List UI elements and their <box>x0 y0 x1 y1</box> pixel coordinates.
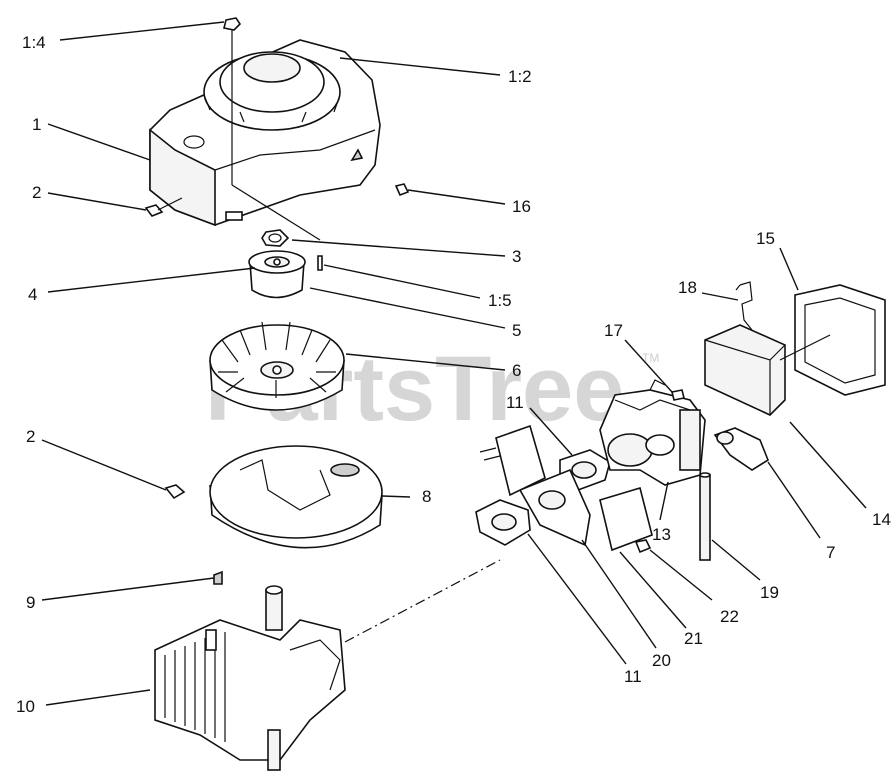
part-air-filter[interactable] <box>704 324 786 416</box>
part-shield-21[interactable] <box>479 424 653 552</box>
part-nut-3[interactable] <box>261 229 290 247</box>
callout-11b: 11 <box>624 667 642 686</box>
part-screw-17[interactable] <box>671 389 685 401</box>
callout-10: 10 <box>16 697 35 716</box>
part-screw-16[interactable] <box>394 183 410 197</box>
callout-8: 8 <box>422 487 431 506</box>
callout-13: 13 <box>652 525 671 544</box>
part-filter-cover[interactable] <box>779 284 886 396</box>
callout-14: 14 <box>872 510 891 529</box>
part-carburetor[interactable] <box>599 379 706 486</box>
callout-7: 7 <box>826 543 835 562</box>
callout-2a: 2 <box>32 183 41 202</box>
part-screw-22[interactable] <box>634 539 652 554</box>
callout-6: 6 <box>512 361 521 380</box>
part-clip-18[interactable] <box>735 281 753 331</box>
part-screw-2b[interactable] <box>164 484 186 500</box>
part-gasket-11b[interactable] <box>475 499 531 546</box>
part-blower-housing[interactable] <box>149 39 381 227</box>
part-key-9[interactable] <box>213 570 223 585</box>
part-elbow-7[interactable] <box>713 427 769 471</box>
callout-2b: 2 <box>26 427 35 446</box>
part-insulator-20[interactable] <box>518 468 591 547</box>
callout-17: 17 <box>604 321 623 340</box>
part-pin-1-5[interactable] <box>317 255 323 271</box>
watermark-trademark: TM <box>642 351 659 365</box>
callout-18: 18 <box>678 278 697 297</box>
part-tube-19[interactable] <box>699 472 711 561</box>
callout-19: 19 <box>760 583 779 602</box>
callout-1-5: 1:5 <box>488 291 512 310</box>
callout-3: 3 <box>512 247 521 266</box>
part-baffle-plate[interactable] <box>209 445 383 549</box>
callout-1-4: 1:4 <box>22 33 46 52</box>
part-nut-1-4[interactable] <box>223 17 321 241</box>
leader-lines <box>41 21 867 706</box>
callout-20: 20 <box>652 651 671 670</box>
callout-4: 4 <box>28 285 37 304</box>
part-engine-block[interactable] <box>154 585 346 771</box>
part-flywheel[interactable] <box>209 321 345 411</box>
callout-15: 15 <box>756 229 775 248</box>
callout-1: 1 <box>32 115 41 134</box>
part-starter-cup[interactable] <box>248 250 306 299</box>
callout-11a: 11 <box>506 393 524 412</box>
callout-21: 21 <box>684 629 703 648</box>
callout-16: 16 <box>512 197 531 216</box>
callout-22: 22 <box>720 607 739 626</box>
callout-9: 9 <box>26 593 35 612</box>
callout-5: 5 <box>512 321 521 340</box>
callout-1-2: 1:2 <box>508 67 532 86</box>
part-screw-2a[interactable] <box>144 197 183 217</box>
